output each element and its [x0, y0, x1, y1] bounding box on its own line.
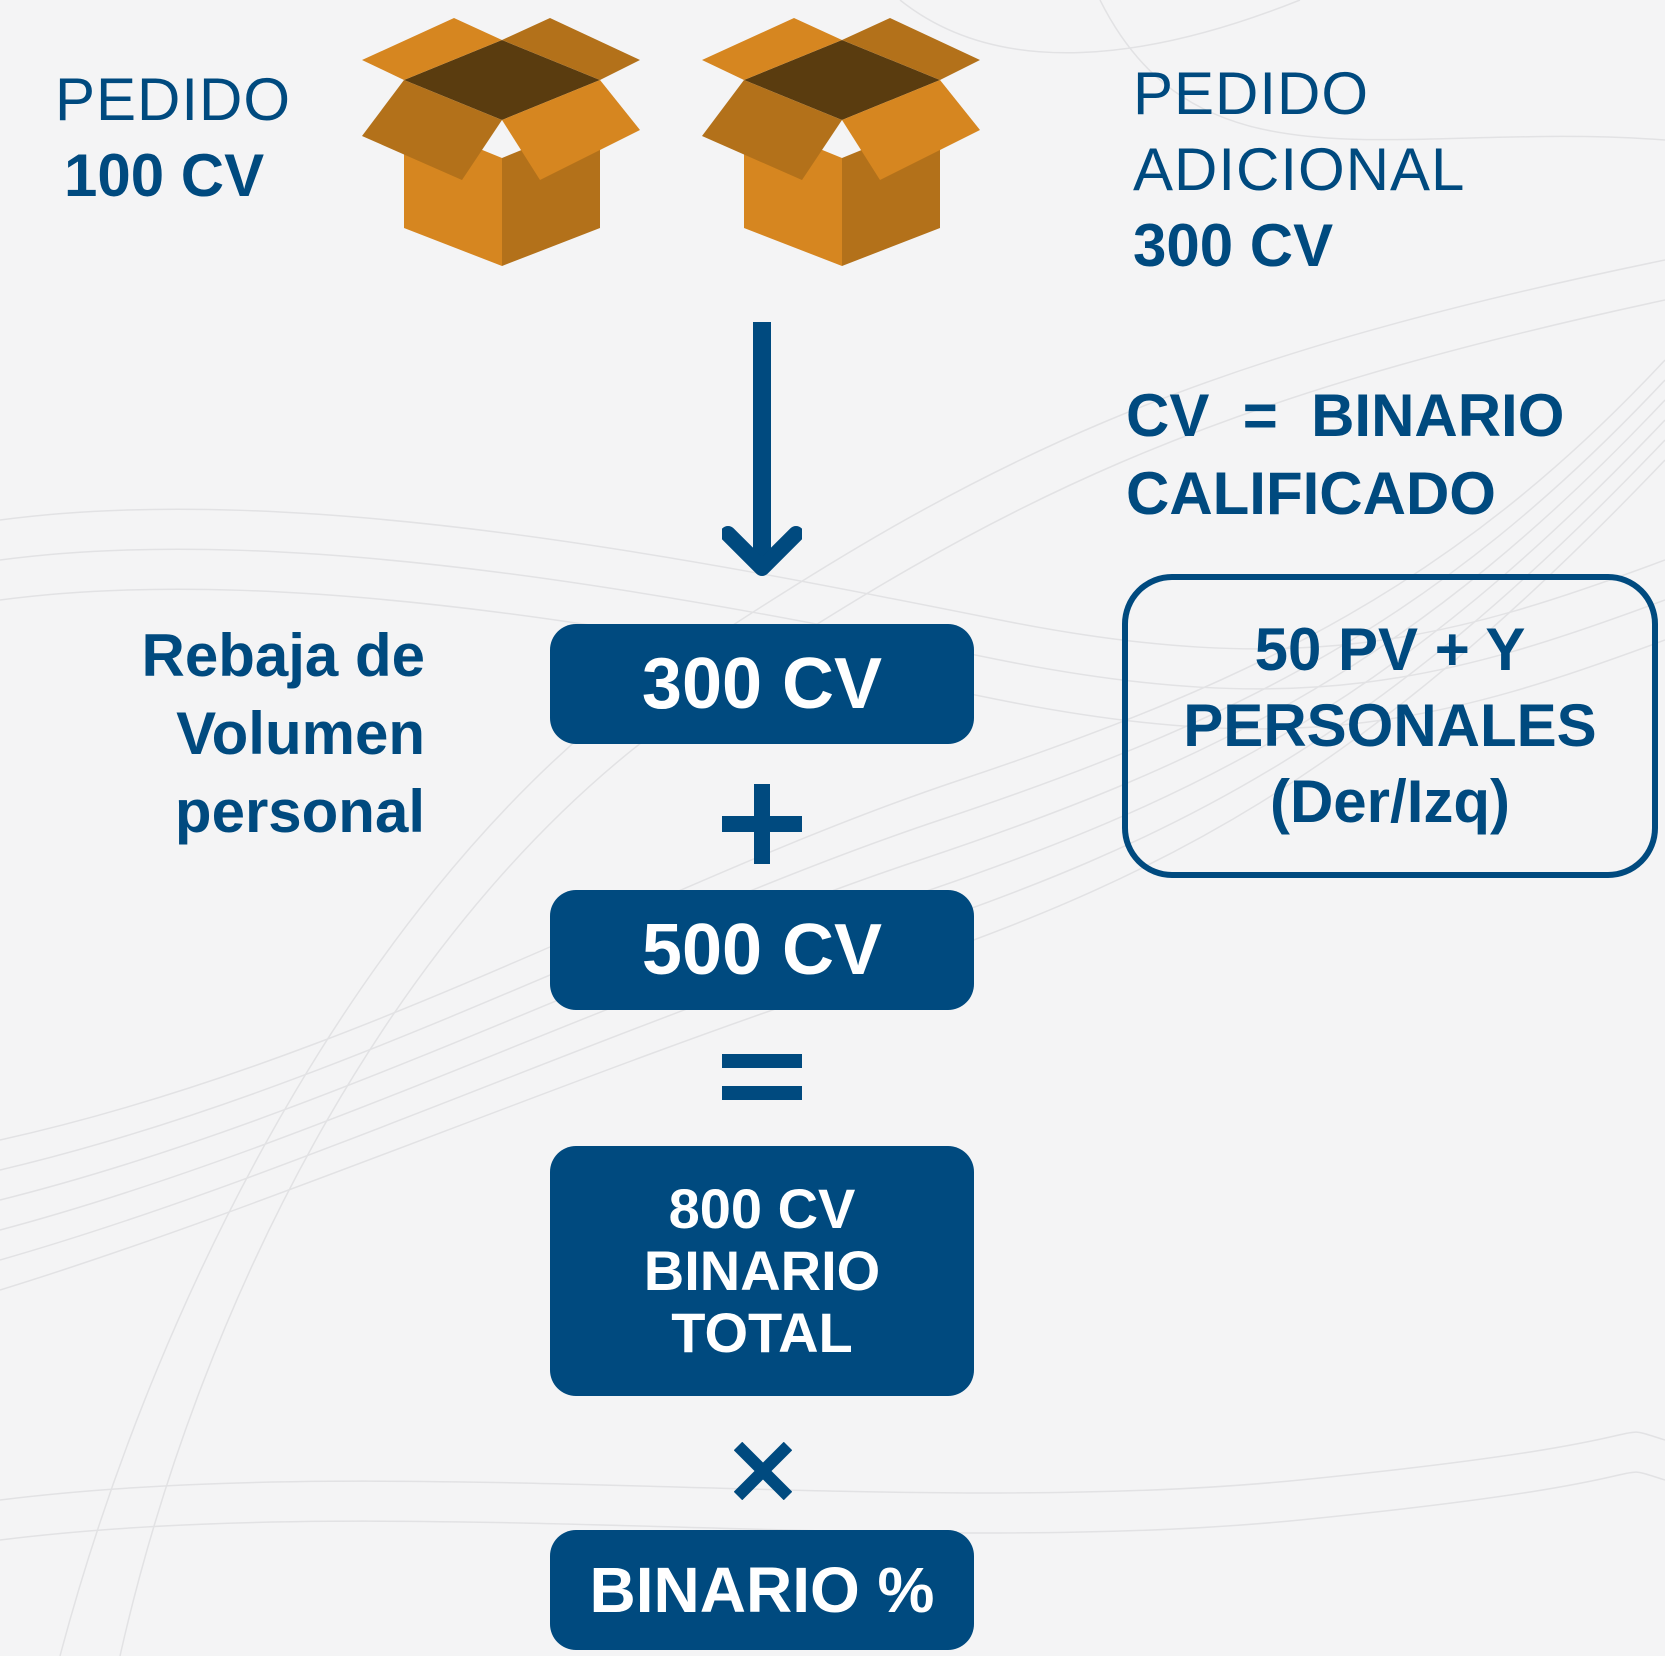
flow-box-800cv-line1: 800 CV [668, 1177, 856, 1240]
open-box-icon [702, 18, 980, 266]
qualification-line1: 50 PV + Y [1254, 616, 1526, 683]
side-label-line3: personal [174, 778, 425, 845]
qualification-line3: (Der/Izq) [1270, 768, 1510, 835]
qualification-line2: PERSONALES [1183, 692, 1597, 759]
order-left-value: 100 CV [64, 142, 265, 209]
side-label-line2: Volumen [176, 700, 425, 767]
definition-line2: CALIFICADO [1126, 460, 1496, 527]
qualification-box: 50 PV + Y PERSONALES (Der/Izq) [1122, 574, 1658, 878]
order-right-line2: ADICIONAL [1133, 136, 1466, 203]
order-left-label: PEDIDO [55, 66, 292, 133]
arrow-down-icon [722, 322, 802, 576]
flow-box-300cv-text: 300 CV [641, 644, 883, 724]
plus-icon [722, 784, 802, 864]
flow-box-800cv-line2: BINARIO [643, 1239, 881, 1302]
flow-box-binario-percent: BINARIO % [550, 1530, 974, 1650]
flow-box-300cv: 300 CV [550, 624, 974, 744]
equals-icon [722, 1054, 802, 1100]
side-label-line1: Rebaja de [141, 622, 425, 689]
flow-box-800cv-total: 800 CV BINARIO TOTAL [550, 1146, 974, 1396]
order-right-line1: PEDIDO [1133, 60, 1370, 127]
flow-box-binario-percent-text: BINARIO % [589, 1554, 935, 1626]
open-box-icon [362, 18, 640, 266]
definition-line1: CV = BINARIO [1126, 382, 1565, 449]
flow-box-500cv: 500 CV [550, 890, 974, 1010]
times-icon [734, 1442, 792, 1500]
flow-box-500cv-text: 500 CV [641, 910, 883, 990]
order-right-value: 300 CV [1133, 212, 1334, 279]
flow-box-800cv-line3: TOTAL [671, 1301, 853, 1364]
